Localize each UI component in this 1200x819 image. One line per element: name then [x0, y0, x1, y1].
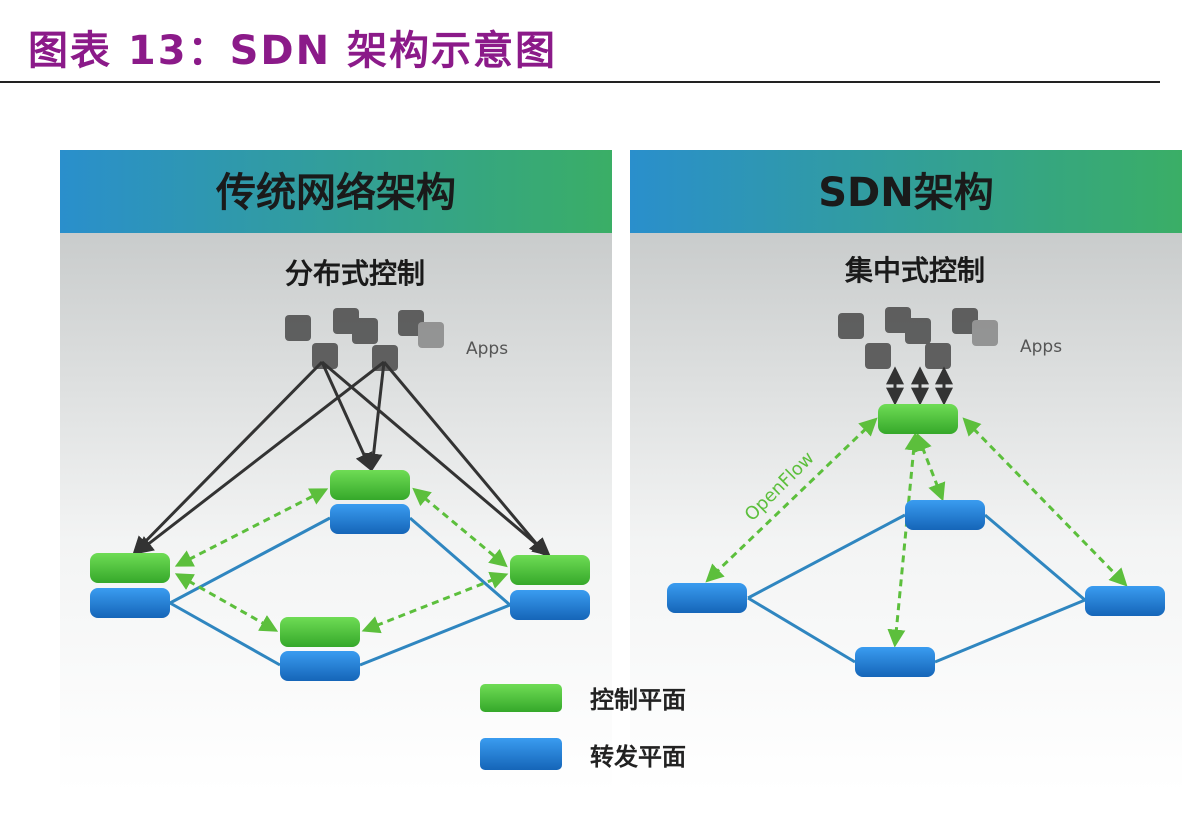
apps-label-right: Apps [1020, 337, 1062, 357]
switch-node-bottom [280, 617, 360, 681]
switch-node-right [510, 555, 590, 620]
legend-swatch-forwarding-plane [480, 738, 562, 770]
figure-title: 图表 13：SDN 架构示意图 [28, 28, 558, 74]
legend-swatch-control-plane [480, 684, 562, 712]
apps-icon-group-right [838, 307, 998, 369]
legend-label-control-plane: 控制平面 [590, 686, 686, 714]
legend-label-forwarding-plane: 转发平面 [590, 743, 686, 771]
title-divider [0, 81, 1160, 83]
sdn-controller [878, 404, 958, 434]
sdn-switch-top [905, 500, 985, 530]
control-links-left [174, 487, 509, 634]
app-controller-arrows-right [886, 366, 953, 406]
right-panel-header [630, 150, 1182, 233]
apps-icon-group-left [285, 308, 444, 371]
left-panel-title: 传统网络架构 [215, 170, 456, 216]
right-panel-title: SDN架构 [818, 170, 994, 216]
right-panel-subtitle: 集中式控制 [844, 254, 985, 287]
left-panel-header [60, 150, 612, 233]
left-panel-subtitle: 分布式控制 [285, 257, 425, 290]
openflow-links [705, 417, 1128, 648]
sdn-switch-left [667, 583, 747, 613]
switch-node-left [90, 553, 170, 618]
sdn-switch-right [1085, 586, 1165, 616]
app-control-arrows-left [132, 360, 551, 557]
apps-label-left: Apps [466, 339, 508, 359]
switch-node-top [330, 470, 410, 534]
sdn-switch-bottom [855, 647, 935, 677]
